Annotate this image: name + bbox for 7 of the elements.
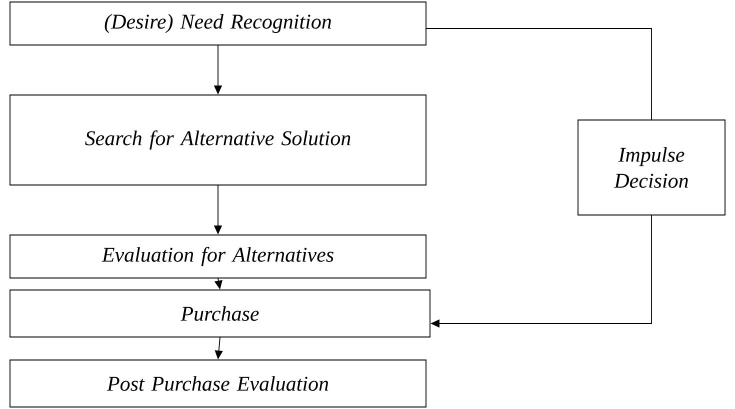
process-box: Purchase: [10, 290, 430, 338]
process-box: Search for Alternative Solution: [10, 94, 426, 186]
process-box: Post Purchase Evaluation: [10, 360, 426, 408]
connector-line: [426, 28, 652, 120]
process-box: (Desire) Need Recognition: [10, 2, 426, 46]
process-box: Evaluation for Alternatives: [10, 234, 426, 278]
decision-box: Impulse Decision: [578, 120, 726, 216]
